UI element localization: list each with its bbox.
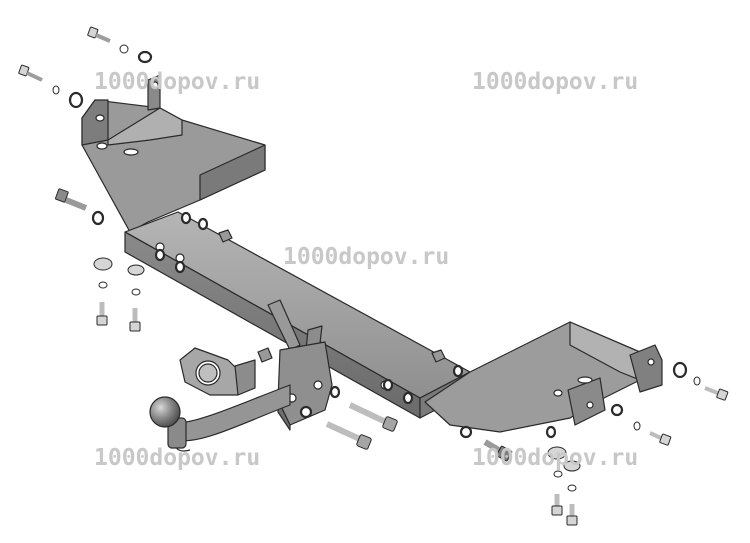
- washers: [68, 50, 688, 439]
- bolt-left-bracket: [55, 188, 88, 211]
- bolts: [18, 26, 729, 526]
- watermark-text: 1000dopov.ru: [283, 244, 450, 270]
- bolt-long-1: [348, 402, 398, 432]
- bolt-vertical-left-1: [96, 302, 108, 326]
- bolt-vertical-right-1: [551, 494, 563, 516]
- bolt-right-1: [704, 386, 729, 401]
- watermark-text: 1000dopov.ru: [94, 69, 261, 95]
- spring-washers: [52, 44, 701, 492]
- watermark-text: 1000dopov.ru: [472, 69, 639, 95]
- bolt-vertical-right-2: [566, 504, 578, 526]
- watermark-text: 1000dopov.ru: [94, 445, 261, 471]
- tow-ball: [149, 396, 181, 428]
- ball-mount-bracket: [267, 299, 333, 431]
- bolt-right-2: [649, 431, 672, 446]
- left-bracket: [81, 74, 266, 233]
- bolt-top-left-1: [87, 26, 111, 43]
- socket-plate: [179, 347, 256, 396]
- bolt-right-lower: [483, 439, 513, 462]
- bolt-long-2: [325, 421, 372, 450]
- bolt-vertical-left-2: [129, 308, 141, 332]
- beam-nuts: [218, 229, 446, 363]
- bolt-top-left-2: [18, 64, 43, 82]
- right-bracket: [424, 321, 663, 433]
- watermark-text: 1000dopov.ru: [472, 445, 639, 471]
- flat-washers: [93, 257, 581, 472]
